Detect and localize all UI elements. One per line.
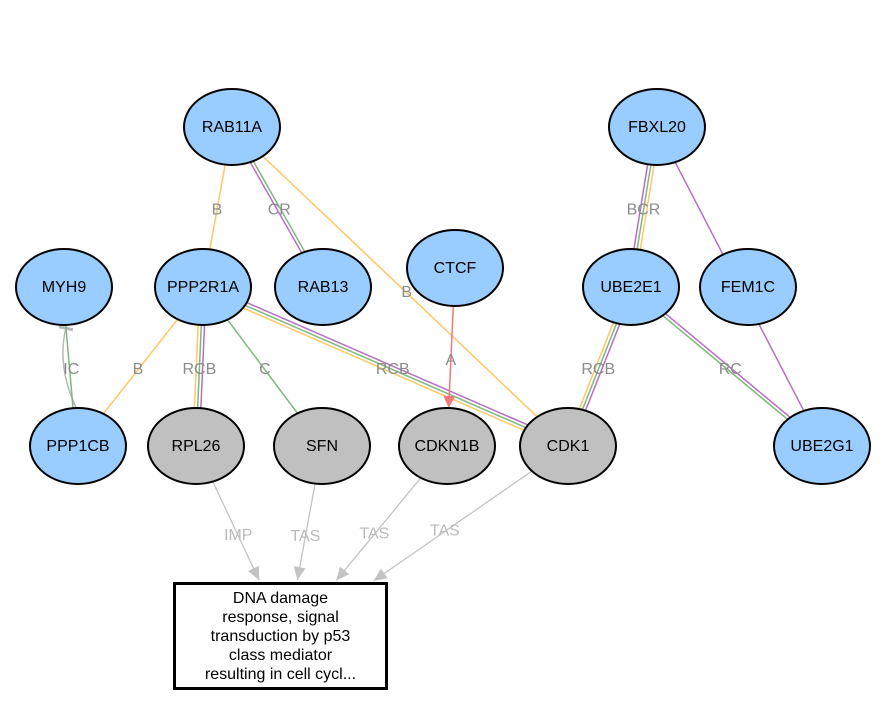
node-ctcf[interactable]: CTCF (406, 229, 504, 307)
go-term-node[interactable]: DNA damage response, signal transduction… (173, 582, 388, 690)
evidence-arrowhead (248, 565, 260, 581)
edge-ppp2r1a-cdk1-c (244, 304, 527, 429)
node-label: CDKN1B (415, 438, 480, 455)
node-ellipse (608, 88, 706, 166)
node-fem1c[interactable]: FEM1C (699, 248, 797, 326)
edge-rab11a-rab13-r (249, 162, 303, 254)
node-label: CDK1 (547, 438, 590, 455)
evidence-arrowhead (336, 566, 350, 581)
edge-ube2e1-cdk1-r (584, 324, 621, 412)
activation-arrowhead (443, 395, 456, 409)
edge-ppp2r1a-sfn-c (226, 319, 299, 414)
node-ellipse (406, 229, 504, 307)
node-cdk1[interactable]: CDK1 (519, 407, 617, 485)
edge-ctcf-cdkn1b-a (448, 305, 455, 407)
node-label: SFN (306, 438, 338, 455)
node-ellipse (147, 407, 245, 485)
evidence-code-label: TAS (290, 528, 320, 545)
node-rab11a[interactable]: RAB11A (183, 88, 281, 166)
edge-type-label: A (446, 352, 457, 369)
node-fbxl20[interactable]: FBXL20 (608, 88, 706, 166)
edge-type-label: RCB (182, 361, 216, 378)
edge-fbxl20-ube2e1-c (636, 164, 652, 250)
evidence-code-label: TAS (430, 523, 460, 540)
node-rab13[interactable]: RAB13 (274, 248, 372, 326)
edge-ppp2r1a-ppp1cb-b (102, 318, 179, 415)
evidence-edge-rpl26 (212, 481, 260, 581)
node-ellipse (582, 248, 680, 326)
evidence-code-label: TAS (359, 525, 389, 542)
node-sfn[interactable]: SFN (273, 407, 371, 485)
node-ube2g1[interactable]: UBE2G1 (773, 407, 871, 485)
evidence-arrowhead (373, 568, 388, 581)
edge-rab11a-ppp2r1a-b (209, 164, 226, 250)
node-label: FBXL20 (628, 119, 686, 136)
edge-rab11a-cdk1-b (262, 155, 538, 418)
edge-fbxl20-ube2e1-r (633, 164, 649, 249)
edge-type-label: IC (63, 361, 79, 378)
node-ube2e1[interactable]: UBE2E1 (582, 248, 680, 326)
edge-ube2e1-cdk1-b (578, 321, 615, 409)
edge-ube2e1-ube2g1-r (664, 312, 791, 418)
edge-ube2e1-cdk1-c (581, 322, 618, 411)
node-ppp1cb[interactable]: PPP1CB (29, 407, 127, 485)
node-label: RAB13 (298, 279, 349, 296)
edge-rab11a-rab13-c (252, 160, 306, 252)
node-label: UBE2E1 (600, 279, 661, 296)
node-ellipse (519, 407, 617, 485)
evidence-edge-cdkn1b (335, 477, 422, 581)
edge-type-label: BCR (627, 201, 661, 218)
node-rpl26[interactable]: RPL26 (147, 407, 245, 485)
node-label: RAB11A (202, 119, 263, 136)
node-myh9[interactable]: MYH9 (15, 248, 113, 326)
edge-ppp2r1a-rpl26-b (193, 324, 199, 408)
node-label: PPP1CB (46, 438, 109, 455)
node-ellipse (773, 407, 871, 485)
node-label: PPP2R1A (167, 279, 239, 296)
edge-layer (58, 155, 805, 582)
edge-type-label: CR (268, 201, 291, 218)
evidence-arrowhead (293, 566, 306, 581)
edge-type-label: RC (719, 361, 742, 378)
edge-fbxl20-ube2e1-b (639, 165, 655, 250)
edge-type-label: B (133, 361, 144, 378)
edge-type-label: C (259, 361, 271, 378)
evidence-edge-sfn (296, 483, 316, 581)
node-ppp2r1a[interactable]: PPP2R1A (154, 248, 252, 326)
node-ellipse (154, 248, 252, 326)
edge-myh9-ppp1cb-c (64, 324, 74, 409)
edge-label-layer: BCRBBCRRICBRCBCRCBARCBRCIMPTASTASTAS (63, 201, 748, 544)
edge-type-label: B (212, 201, 223, 218)
node-label: MYH9 (42, 279, 87, 296)
edge-ppp2r1a-rpl26-r (200, 325, 206, 409)
node-label: RPL26 (172, 438, 221, 455)
node-label: UBE2G1 (790, 438, 853, 455)
node-ellipse (274, 248, 372, 326)
edge-type-label: B (401, 284, 412, 301)
edge-type-label: RCB (376, 361, 410, 378)
node-ellipse (29, 407, 127, 485)
node-ellipse (273, 407, 371, 485)
evidence-edge-cdk1 (373, 470, 533, 582)
node-ellipse (15, 248, 113, 326)
node-cdkn1b[interactable]: CDKN1B (398, 407, 496, 485)
node-label: FEM1C (721, 279, 775, 296)
edge-ppp2r1a-cdk1-r (246, 301, 528, 426)
evidence-code-label: IMP (224, 527, 252, 544)
edge-ppp2r1a-rpl26-c (196, 324, 203, 409)
edge-ube2e1-ube2g1-c (662, 315, 789, 421)
node-ellipse (699, 248, 797, 326)
go-term-label: DNA damage response, signal transduction… (204, 589, 357, 683)
edge-type-label: RCB (581, 361, 615, 378)
node-ellipse (183, 88, 281, 166)
node-label: CTCF (434, 260, 477, 277)
edge-ppp2r1a-cdk1-b (243, 307, 525, 432)
node-ellipse (398, 407, 496, 485)
